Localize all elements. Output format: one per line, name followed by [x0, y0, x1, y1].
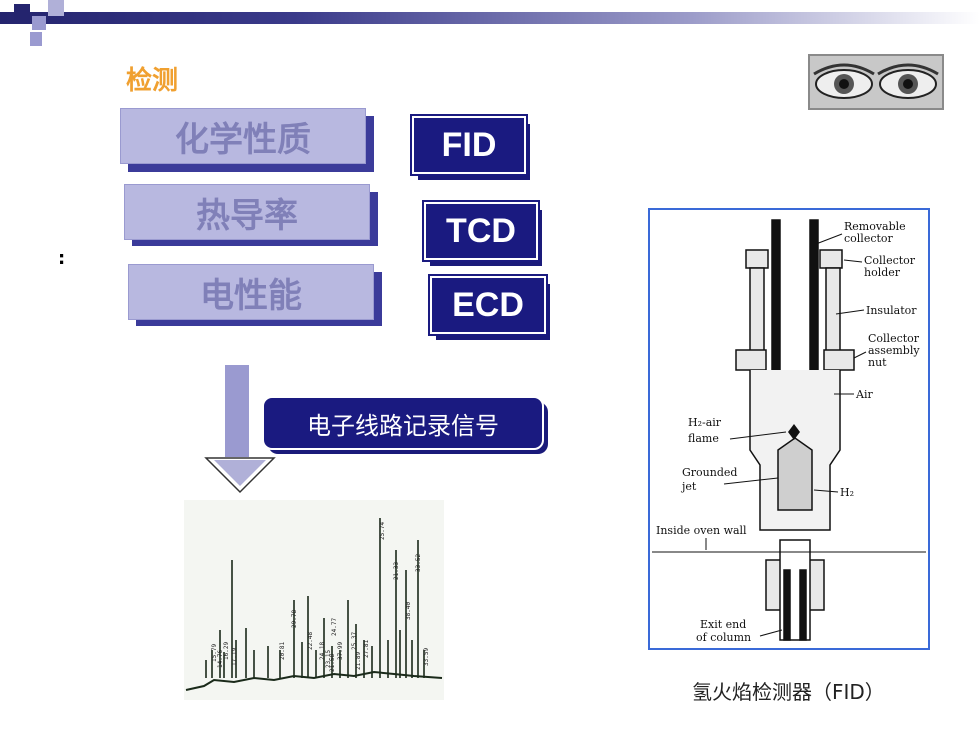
label-flame: flame: [688, 432, 719, 445]
property-box-chemical: 化学性质: [120, 108, 366, 164]
property-label: 化学性质: [175, 119, 311, 160]
detector-box-tcd: TCD: [422, 200, 540, 262]
label-h2air: H₂-air: [688, 416, 722, 429]
fid-diagram: Removable collector Collector holder Ins…: [652, 219, 926, 644]
chromatogram-baseline: [185, 670, 443, 691]
label-nut: nut: [868, 356, 887, 369]
chromatogram-peak-label: 23.15: [325, 650, 332, 668]
property-label: 热导率: [196, 195, 298, 236]
chromatogram-peak-label: 21.58: [329, 654, 336, 672]
chromatogram-peak-label: 16.29: [223, 642, 230, 660]
label-insulator: Insulator: [866, 304, 917, 317]
corner-square-2: [32, 16, 46, 30]
chromatogram-peak-label: 14.76: [217, 650, 224, 668]
signal-label: 电子线路记录信号: [307, 411, 499, 440]
chromatogram-peak-label: 21.89: [355, 652, 362, 670]
label-collector2: Collector: [864, 254, 916, 267]
property-label: 电性能: [200, 275, 302, 316]
detector-box-fid: FID: [410, 114, 528, 176]
label-holder: holder: [864, 266, 901, 279]
label-jet: jet: [680, 480, 697, 493]
down-arrow-icon: [204, 363, 276, 494]
chromatogram-peak-label: 33.52: [415, 554, 422, 572]
detector-label: TCD: [446, 211, 516, 250]
chromatogram-image: 25.74 21.33 33.52 38.40 29.78 22.48 24.77 20.81…: [184, 500, 444, 700]
diagram-caption: 氢火焰检测器（FID）: [692, 680, 885, 704]
chromatogram-peak-label: 33.59: [423, 648, 430, 666]
chromatogram-peak-label: 22.48: [307, 632, 314, 650]
detector-label: FID: [441, 125, 497, 164]
fid-diagram-frame: Removable collector Collector holder Ins…: [648, 208, 930, 650]
label-collector-3: Collector: [868, 332, 920, 345]
chromatogram-peak-label: 25.37: [351, 632, 358, 650]
chromatogram-peak-label: 29.78: [291, 610, 298, 628]
corner-square-3: [48, 0, 64, 16]
label-of-column: of column: [696, 631, 751, 644]
corner-square-1: [14, 4, 30, 20]
chromatogram-peak-label: 24.18: [319, 642, 326, 660]
chromatogram-peak-label: 25.74: [379, 522, 386, 540]
chromatogram-peak-label: 24.77: [331, 618, 338, 636]
detector-label: ECD: [452, 285, 524, 324]
detector-box-ecd: ECD: [428, 274, 548, 336]
chromatogram-peak-label: 38.40: [405, 602, 412, 620]
label-collector: collector: [844, 232, 894, 245]
label-h2: H₂: [840, 486, 854, 499]
property-box-thermal: 热导率: [124, 184, 370, 240]
label-assembly: assembly: [868, 344, 920, 357]
property-box-electrical: 电性能: [128, 264, 374, 320]
header-bar: [0, 12, 980, 24]
chromatogram-peak-label: 20.81: [279, 642, 286, 660]
label-grounded: Grounded: [682, 466, 737, 479]
chromatogram-peak-label: 17.19: [231, 648, 238, 666]
chromatogram-peak-label: 15.79: [211, 644, 218, 662]
label-oven-wall: Inside oven wall: [656, 524, 747, 537]
bullet-mark: :: [58, 248, 66, 269]
corner-square-4: [30, 32, 42, 46]
eyes-icon: [808, 54, 944, 110]
chromatogram-peak-label: 21.33: [393, 562, 400, 580]
chromatogram-peak-label: 37.99: [337, 642, 344, 660]
label-exit-end: Exit end: [700, 618, 746, 631]
label-air: Air: [855, 388, 873, 401]
label-removable: Removable: [844, 220, 906, 233]
signal-box: 电子线路记录信号: [262, 396, 544, 450]
chromatogram-peak-label: 27.81: [363, 640, 370, 658]
slide-title: 检测: [126, 66, 179, 96]
